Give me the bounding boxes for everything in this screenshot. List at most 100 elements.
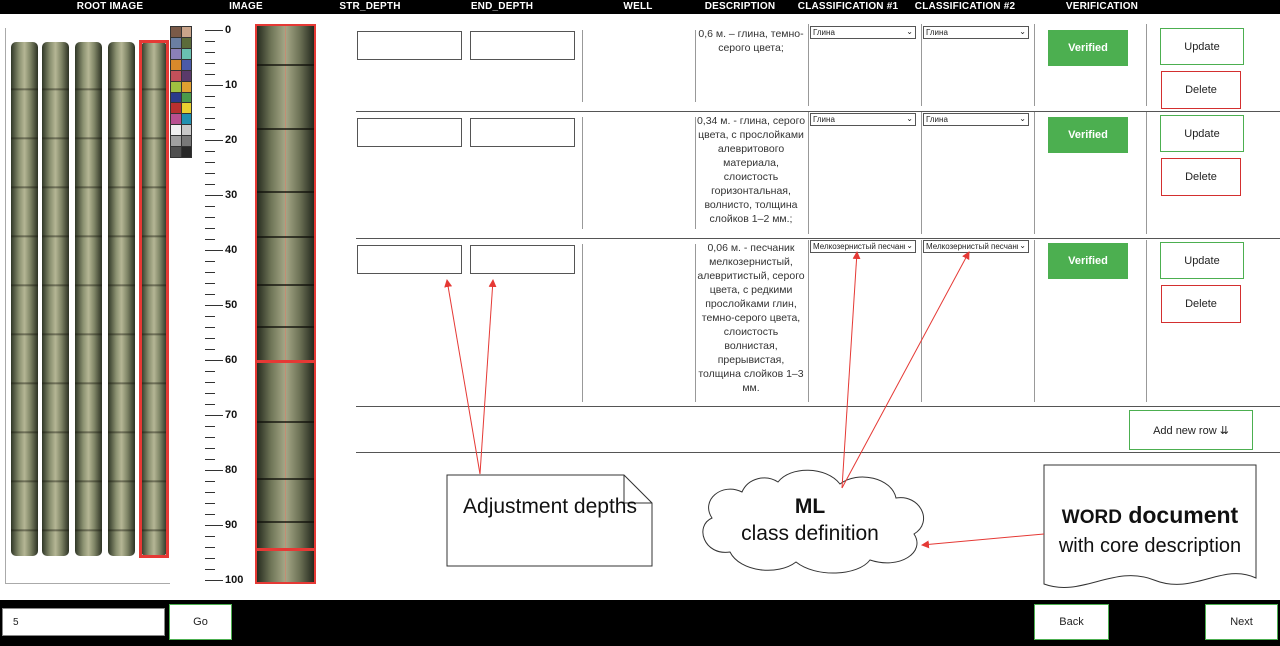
select-value: Глина (926, 28, 948, 37)
arrow-to-str-depth (444, 279, 481, 475)
scale-tick (205, 195, 223, 196)
scale-tick (205, 360, 223, 361)
scale-label: 0 (225, 24, 232, 36)
core-fracture (257, 521, 314, 523)
delete-button[interactable]: Delete (1161, 158, 1241, 196)
scale-tick (205, 371, 215, 372)
header-image: IMAGE (229, 1, 263, 12)
arrow-to-end-depth (479, 279, 497, 475)
core-image-zoomed[interactable] (255, 24, 316, 584)
back-button[interactable]: Back (1034, 604, 1109, 640)
header-str-depth: STR_DEPTH (339, 1, 401, 12)
scale-tick (205, 393, 215, 394)
scale-label: 60 (225, 354, 238, 366)
layer-description: 0,34 м. - глина, серого цвета, с прослой… (696, 115, 806, 225)
scale-tick (205, 294, 215, 295)
scale-tick (205, 558, 215, 559)
classification-2-select[interactable]: Глина⌄ (923, 26, 1029, 39)
str-depth-input[interactable] (357, 245, 462, 274)
end-depth-input[interactable] (470, 31, 575, 60)
col-divider (695, 30, 696, 102)
scale-tick (205, 107, 215, 108)
verified-button[interactable]: Verified (1048, 30, 1128, 66)
str-depth-input[interactable] (357, 31, 462, 60)
end-depth-input[interactable] (470, 245, 575, 274)
end-depth-input[interactable] (470, 118, 575, 147)
classification-1-select[interactable]: Глина⌄ (810, 26, 916, 39)
scale-tick (205, 492, 215, 493)
chevron-down-icon: ⌄ (906, 114, 913, 123)
core-column-4 (108, 42, 135, 556)
core-column-2 (42, 42, 69, 556)
delete-button[interactable]: Delete (1161, 71, 1241, 109)
scale-tick (205, 327, 215, 328)
scale-tick (205, 217, 215, 218)
scale-tick (205, 349, 215, 350)
scale-tick (205, 228, 215, 229)
layer-boundary-line[interactable] (255, 548, 316, 551)
core-fracture (257, 236, 314, 238)
row-divider (356, 238, 1280, 239)
update-button[interactable]: Update (1160, 115, 1244, 152)
scale-tick (205, 547, 215, 548)
col-divider (695, 244, 696, 402)
scale-label: 100 (225, 574, 244, 586)
color-reference-chart (170, 26, 192, 158)
classification-1-select[interactable]: Глина⌄ (810, 113, 916, 126)
scale-tick (205, 569, 215, 570)
scale-tick (205, 481, 215, 482)
verified-button[interactable]: Verified (1048, 243, 1128, 279)
scale-label: 10 (225, 79, 238, 91)
col-divider (695, 117, 696, 229)
core-fracture (257, 191, 314, 193)
classification-2-select[interactable]: Мелкозернистый песчаник⌄ (923, 240, 1029, 253)
col-divider (1146, 240, 1147, 402)
delete-button[interactable]: Delete (1161, 285, 1241, 323)
doc-subtitle: with core description (1058, 535, 1242, 557)
scale-tick (205, 206, 215, 207)
col-divider (1034, 24, 1035, 106)
go-button[interactable]: Go (169, 604, 232, 640)
layer-boundary-line[interactable] (255, 360, 316, 363)
chevron-down-icon: ⌄ (906, 27, 913, 36)
scale-tick (205, 129, 215, 130)
next-button[interactable]: Next (1205, 604, 1278, 640)
scale-tick (205, 118, 215, 119)
scale-tick (205, 580, 223, 581)
header-classification-1: CLASSIFICATION #1 (797, 1, 899, 12)
scale-tick (205, 459, 215, 460)
col-divider (1034, 112, 1035, 234)
col-divider (808, 240, 809, 402)
root-image-panel[interactable] (5, 28, 170, 584)
scale-tick (205, 162, 215, 163)
scale-tick (205, 448, 215, 449)
page-number-input[interactable] (2, 608, 165, 636)
scale-tick (205, 338, 215, 339)
scale-tick (205, 470, 223, 471)
classification-1-select[interactable]: Мелкозернистый песчаник⌄ (810, 240, 916, 253)
update-button[interactable]: Update (1160, 28, 1244, 65)
add-new-row-button[interactable]: Add new row ⇊ (1129, 410, 1253, 450)
core-column-1 (11, 42, 38, 556)
cloud-title: ML (794, 495, 826, 518)
classification-2-select[interactable]: Глина⌄ (923, 113, 1029, 126)
core-fracture (257, 478, 314, 480)
scale-tick (205, 41, 215, 42)
core-fracture (257, 326, 314, 328)
scale-tick (205, 63, 215, 64)
select-value: Мелкозернистый песчаник (926, 242, 1018, 251)
verified-button[interactable]: Verified (1048, 117, 1128, 153)
scale-tick (205, 316, 215, 317)
scale-tick (205, 404, 215, 405)
scale-tick (205, 173, 215, 174)
chevron-down-icon: ⌄ (1019, 241, 1026, 250)
scale-label: 90 (225, 519, 238, 531)
scale-tick (205, 536, 215, 537)
select-value: Глина (926, 115, 948, 124)
word-document-note: WORD document with core description (1044, 500, 1256, 559)
str-depth-input[interactable] (357, 118, 462, 147)
scale-label: 50 (225, 299, 238, 311)
root-selection-frame[interactable] (139, 40, 169, 558)
update-button[interactable]: Update (1160, 242, 1244, 279)
